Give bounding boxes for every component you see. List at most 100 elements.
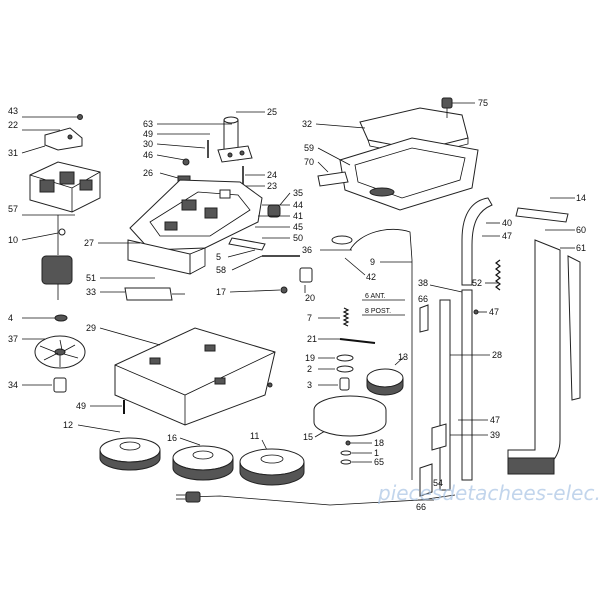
label-4: 4 [8, 313, 13, 323]
label-59: 59 [304, 143, 314, 153]
label-17: 17 [216, 287, 226, 297]
label-12: 12 [63, 420, 73, 430]
label-46: 46 [143, 150, 153, 160]
part-47-screw-mid [473, 309, 487, 315]
part-19-washer [318, 354, 354, 362]
label-49-lower: 49 [76, 401, 86, 411]
label-19: 19 [305, 353, 315, 363]
label-40: 40 [502, 218, 512, 228]
part-59-tank [339, 137, 479, 211]
part-66-clip-upper [419, 304, 429, 333]
part-38-tube [429, 284, 473, 481]
label-1: 1 [374, 448, 379, 458]
part-17-pin [229, 286, 288, 294]
label-47-lower: 47 [490, 415, 500, 425]
label-28: 28 [492, 350, 502, 360]
label-3: 3 [307, 380, 312, 390]
part-58-shaft [231, 255, 300, 271]
label-23: 23 [267, 181, 277, 191]
part-10-washer [21, 228, 66, 241]
part-11-brush [239, 439, 305, 486]
part-33-bar [100, 287, 185, 301]
part-14-grip [515, 197, 575, 223]
label-70: 70 [304, 157, 314, 167]
part-12-brush [77, 424, 161, 471]
label-31: 31 [8, 148, 18, 158]
part-2-washer [318, 365, 354, 373]
label-29: 29 [86, 323, 96, 333]
part-13-gear [366, 355, 406, 396]
label-2: 2 [307, 364, 312, 374]
label-27: 27 [84, 238, 94, 248]
part-28-tube [439, 299, 490, 491]
label-38: 38 [418, 278, 428, 288]
label-61: 61 [576, 243, 586, 253]
part-34-bushing [22, 377, 67, 393]
part-4-washer [22, 314, 68, 322]
label-15: 15 [303, 432, 313, 442]
label-9: 9 [370, 257, 375, 267]
part-29-base-plate [114, 327, 276, 426]
part-65-screw [340, 459, 372, 465]
label-18: 18 [374, 438, 384, 448]
watermark: piecesdetachees-elec.com [377, 481, 600, 505]
part-50-rod [228, 237, 266, 251]
label-26: 26 [143, 168, 153, 178]
label-33: 33 [86, 287, 96, 297]
label-41: 41 [293, 211, 303, 221]
label-50: 50 [293, 233, 303, 243]
label-54: 54 [433, 478, 443, 488]
label-63: 63 [143, 119, 153, 129]
part-30-clip [217, 145, 253, 163]
label-47-upper: 47 [502, 231, 512, 241]
part-20-clip [299, 267, 313, 293]
power-cord [176, 491, 456, 506]
motor-rotor-gear [41, 215, 73, 300]
label-66-lower: 66 [416, 502, 426, 512]
part-22-bracket [22, 127, 83, 151]
part-7-spring [318, 307, 350, 327]
label-58: 58 [216, 265, 226, 275]
part-70-grip [317, 161, 349, 187]
label-36: 36 [302, 245, 312, 255]
label-16: 16 [167, 433, 177, 443]
label-14: 14 [576, 193, 586, 203]
label-45: 45 [293, 222, 303, 232]
label-44: 44 [293, 200, 303, 210]
label-7: 7 [307, 313, 312, 323]
label-34: 34 [8, 380, 18, 390]
label-75: 75 [478, 98, 488, 108]
label-10: 10 [8, 235, 18, 245]
part-43-screw [22, 114, 83, 120]
label-52: 52 [472, 278, 482, 288]
label-51: 51 [86, 273, 96, 283]
label-32: 32 [302, 119, 312, 129]
label-13: 13 [398, 352, 408, 362]
label-20: 20 [305, 293, 315, 303]
label-57: 57 [8, 204, 18, 214]
part-15-pad [313, 395, 387, 438]
label-8-post: 8 POST. [365, 308, 391, 315]
part-61-cover [507, 255, 581, 475]
label-65: 65 [374, 457, 384, 467]
part-39-clamp [431, 423, 488, 451]
part-60-bag [507, 239, 561, 471]
label-25: 25 [267, 107, 277, 117]
part-27-chassis [127, 179, 263, 275]
part-75-cap [441, 97, 475, 118]
label-6-ant: 6 ANT. [365, 293, 386, 300]
label-22: 22 [8, 120, 18, 130]
label-11: 11 [250, 431, 259, 441]
label-49-upper: 49 [143, 129, 153, 139]
part-32-lid [359, 107, 469, 157]
part-37-fan [22, 335, 86, 369]
part-3-bushing [318, 377, 350, 391]
part-54-connector [419, 463, 433, 497]
part-18-screw [345, 440, 372, 446]
label-47-mid: 47 [489, 307, 499, 317]
part-9-cable [320, 228, 413, 480]
label-5: 5 [216, 252, 221, 262]
part-16-brush [172, 437, 234, 481]
